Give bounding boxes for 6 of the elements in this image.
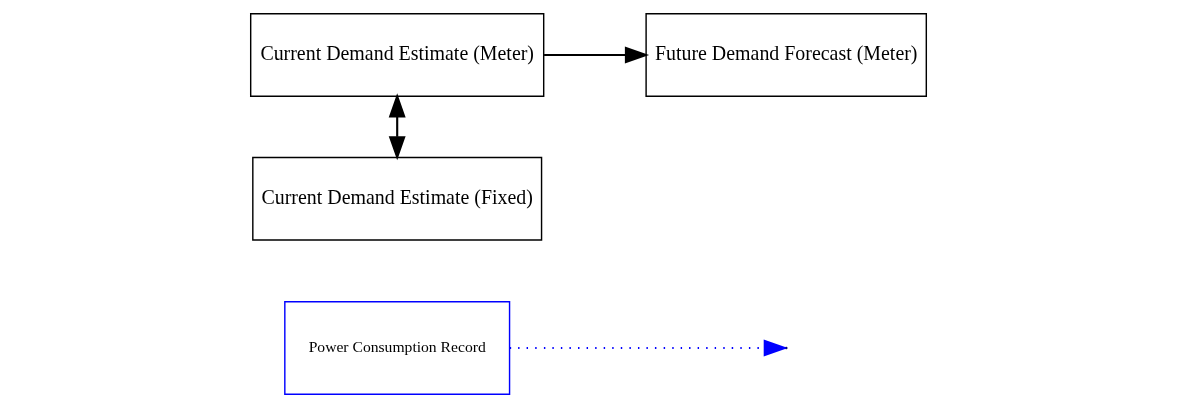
arrow [544, 46, 650, 64]
node-box: Future Demand Forecast (Meter) [645, 13, 927, 97]
node-box: Current Demand Estimate (Meter) [250, 13, 545, 97]
arrow [388, 93, 406, 161]
node-box: Current Demand Estimate (Fixed) [252, 156, 543, 241]
node-box: Power Consumption Record [284, 301, 511, 395]
